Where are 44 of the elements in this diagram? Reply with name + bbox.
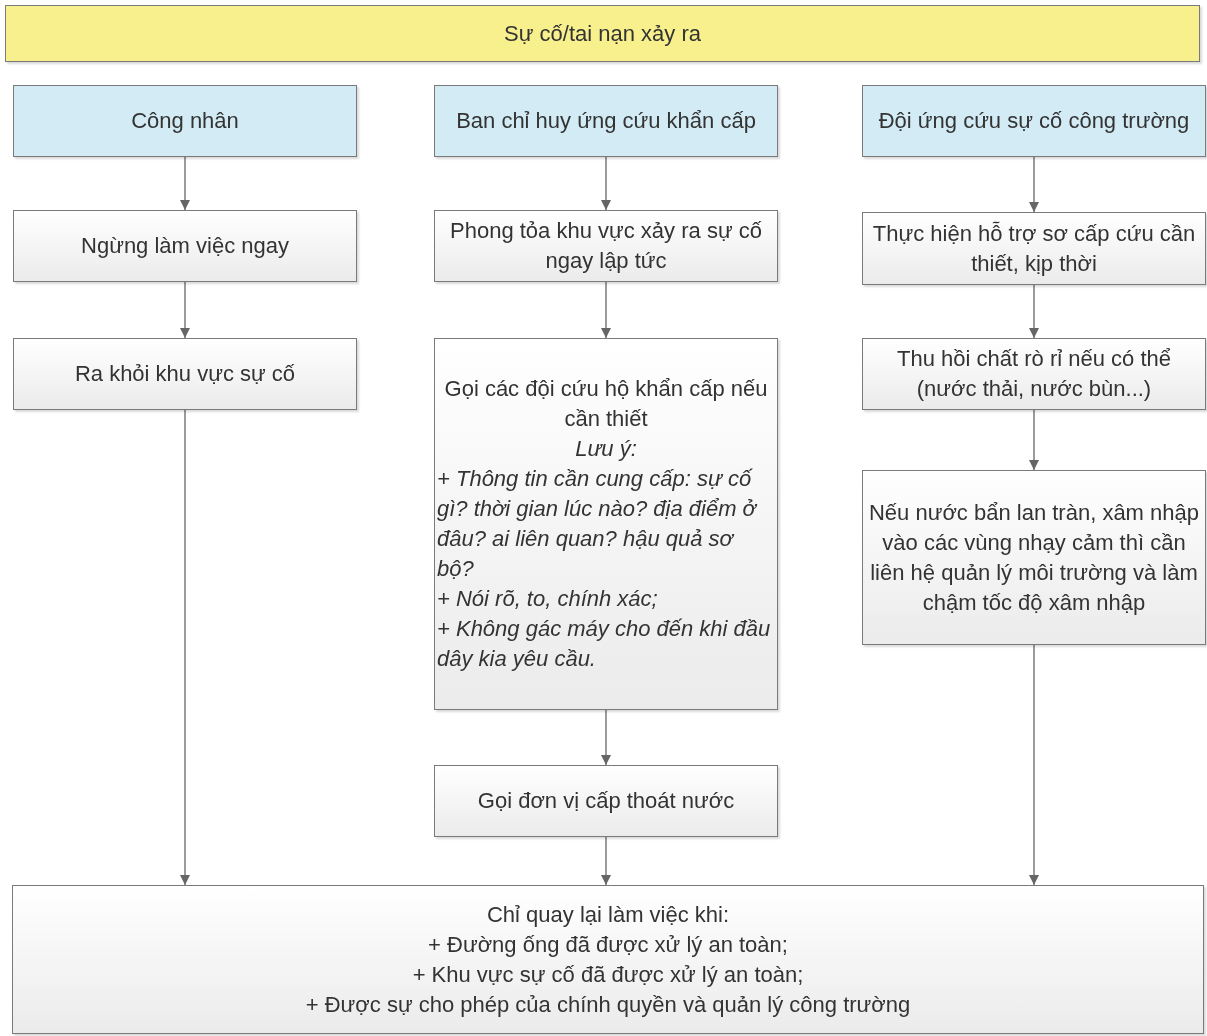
arrow: [180, 409, 190, 886]
box-text: Gọi các đội cứu hộ khẩn cấp nếu cần thiết: [443, 375, 769, 433]
arrow: [180, 281, 190, 339]
box-text: Thu hồi chất rò rỉ nếu có thể (nước thải, nước bùn...): [896, 345, 1172, 403]
box-text: Phong tỏa khu vực xảy ra sự cố ngay lập tức: [449, 217, 763, 275]
role-header-box: [13, 85, 357, 157]
role-header-box: [862, 85, 1206, 157]
box-text: Công nhân: [130, 107, 240, 135]
arrow: [1029, 284, 1039, 339]
process-box: [12, 885, 1204, 1034]
process-box: [862, 470, 1206, 645]
box-text: Sự cố/tai nạn xảy ra: [503, 19, 702, 48]
box-text: Ra khỏi khu vực sự cố: [73, 360, 297, 388]
box-text: Đội ứng cứu sự cố công trường: [877, 107, 1191, 135]
box-text: Ngừng làm việc ngay: [80, 232, 290, 260]
process-box: [13, 338, 357, 410]
box-text: Ban chỉ huy ứng cứu khẩn cấp: [455, 107, 757, 135]
arrow: [180, 156, 190, 211]
arrow: [601, 281, 611, 339]
process-box: [434, 338, 778, 710]
note-text: + Được sự cho phép của chính quyền và quản lý công trường: [304, 990, 912, 1019]
box-text: Gọi đơn vị cấp thoát nước: [476, 787, 736, 815]
box-text: Thực hiện hỗ trợ sơ cấp cứu cần thiết, kịp thời: [871, 219, 1197, 278]
process-box: [862, 212, 1206, 285]
arrow: [1029, 156, 1039, 213]
arrow: [1029, 644, 1039, 886]
box-text: Chỉ quay lại làm việc khi:: [485, 900, 731, 929]
process-box: [862, 338, 1206, 410]
role-header-box: [434, 85, 778, 157]
event-banner: [5, 5, 1200, 62]
box-text: Nếu nước bẩn lan tràn, xâm nhập vào các vùng nhạy cảm thì cần liên hệ quản lý môi trường và làm chậm tốc độ xâm nhập: [868, 498, 1200, 617]
arrow: [601, 709, 611, 766]
note-text: + Thông tin cần cung cấp: sự cố gì? thời gian lúc nào? địa điểm ở đâu? ai liên quan? hậu quả sơ bộ?: [437, 465, 759, 583]
note-text: Lưu ý:: [574, 435, 638, 463]
arrow: [601, 156, 611, 211]
process-box: [13, 210, 357, 282]
note-text: + Khu vực sự cố đã được xử lý an toàn;: [411, 960, 805, 989]
note-text: + Đường ống đã được xử lý an toàn;: [427, 930, 789, 959]
arrow: [1029, 409, 1039, 471]
note-text: + Nói rõ, to, chính xác;: [437, 585, 659, 613]
arrow: [601, 836, 611, 886]
note-text: + Không gác máy cho đến khi đầu dây kia yêu cầu.: [437, 615, 772, 673]
process-box: [434, 210, 778, 282]
process-box: [434, 765, 778, 837]
